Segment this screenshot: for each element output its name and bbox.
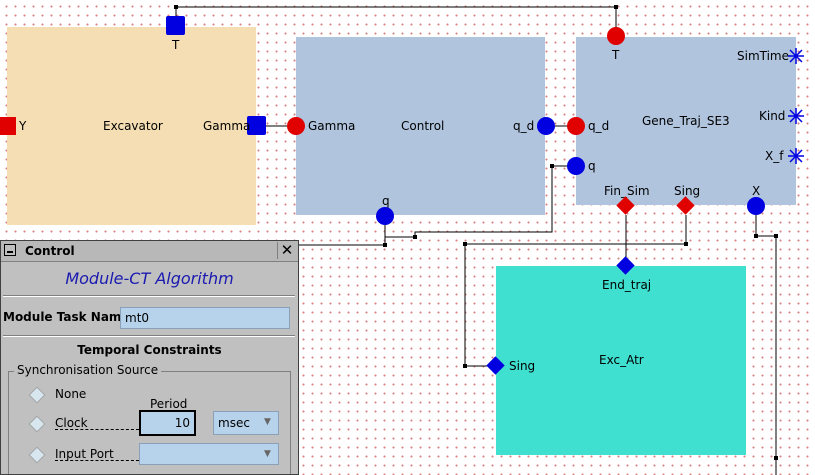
port-gene-traj-q-d[interactable] <box>567 117 585 135</box>
chevron-down-icon: ▼ <box>264 417 271 427</box>
block-exc-atr[interactable]: Exc_Atr <box>496 266 746 455</box>
port-gene-traj-x-label: X <box>752 184 761 198</box>
period-unit-select[interactable]: msec ▼ <box>213 411 279 435</box>
port-gene-traj-q-d-label: q_d <box>588 119 610 133</box>
port-gene-traj-x-f-label: X_f <box>765 149 784 163</box>
clock-leader <box>55 429 139 430</box>
minimize-icon[interactable] <box>4 244 16 256</box>
radio-none-label: None <box>55 387 87 401</box>
block-gene-traj-label: Gene_Traj_SE3 <box>642 114 730 128</box>
port-control-q-d-label: q_d <box>513 119 535 133</box>
port-exc-atr-end-traj-label: End_traj <box>602 278 652 292</box>
task-name-label: Module Task Name <box>3 310 130 324</box>
port-excavator-T[interactable] <box>166 16 185 35</box>
control-dialog[interactable]: Control ✕ Module-CT Algorithm Module Tas… <box>0 240 299 475</box>
port-control-q-d[interactable] <box>537 117 555 135</box>
block-control-label: Control <box>401 119 445 133</box>
port-gene-traj-simtime-label: SimTime <box>737 49 790 63</box>
block-control[interactable]: Control <box>296 37 545 215</box>
chevron-down-icon: ▼ <box>264 449 271 459</box>
period-unit-value: msec <box>218 416 250 430</box>
dialog-titlebar[interactable]: Control ✕ <box>1 241 298 262</box>
input-port-leader <box>55 460 139 461</box>
port-gene-traj-kind-label: Kind <box>759 109 786 123</box>
wire-x <box>755 215 777 475</box>
radio-input-port-label: Input Port <box>55 447 114 461</box>
port-gene-traj-x-f-icon[interactable] <box>787 147 805 165</box>
port-control-gamma[interactable] <box>287 117 305 135</box>
module-heading: Module-CT Algorithm <box>65 269 234 288</box>
close-icon[interactable]: ✕ <box>277 242 296 259</box>
port-gene-traj-q[interactable] <box>567 157 585 175</box>
port-gene-traj-x[interactable] <box>747 197 765 215</box>
port-gene-traj-kind-icon[interactable] <box>787 107 805 125</box>
input-port-select[interactable]: ▼ <box>139 443 279 465</box>
port-gene-traj-sing-label: Sing <box>674 184 701 198</box>
block-excavator[interactable]: Excavator <box>7 27 256 225</box>
port-gene-traj-fin-sim-label: Fin_Sim <box>604 184 650 198</box>
port-gene-traj-simtime-icon[interactable] <box>787 47 805 65</box>
port-control-q-label: q <box>382 194 390 208</box>
period-label: Period <box>150 397 188 411</box>
wire-q-drop <box>296 237 386 246</box>
port-control-gamma-label: Gamma <box>308 119 356 133</box>
port-gene-traj-T[interactable] <box>607 27 625 45</box>
port-excavator-gamma[interactable] <box>247 116 266 135</box>
divider <box>3 335 295 337</box>
period-input[interactable]: 10 <box>139 410 196 436</box>
port-control-q[interactable] <box>376 207 394 225</box>
port-exc-atr-sing-label: Sing <box>509 359 536 373</box>
task-name-input[interactable]: mt0 <box>120 307 290 329</box>
port-excavator-Y-label: Y <box>19 119 27 133</box>
block-exc-atr-label: Exc_Atr <box>599 353 644 367</box>
port-excavator-Y[interactable] <box>0 117 16 135</box>
block-gene-traj[interactable]: Gene_Traj_SE3 <box>576 37 796 205</box>
port-excavator-gamma-label: Gamma <box>203 119 251 133</box>
divider <box>3 295 295 297</box>
wire-T-bus <box>175 6 617 30</box>
dialog-title: Control <box>25 244 75 258</box>
port-gene-traj-T-label: T <box>612 48 620 62</box>
radio-clock-label: Clock <box>55 416 88 430</box>
block-excavator-label: Excavator <box>103 119 163 133</box>
temporal-constraints-heading: Temporal Constraints <box>77 343 222 357</box>
port-gene-traj-q-label: q <box>588 159 596 173</box>
port-excavator-T-label: T <box>172 38 180 52</box>
sync-source-title: Synchronisation Source <box>14 363 162 377</box>
